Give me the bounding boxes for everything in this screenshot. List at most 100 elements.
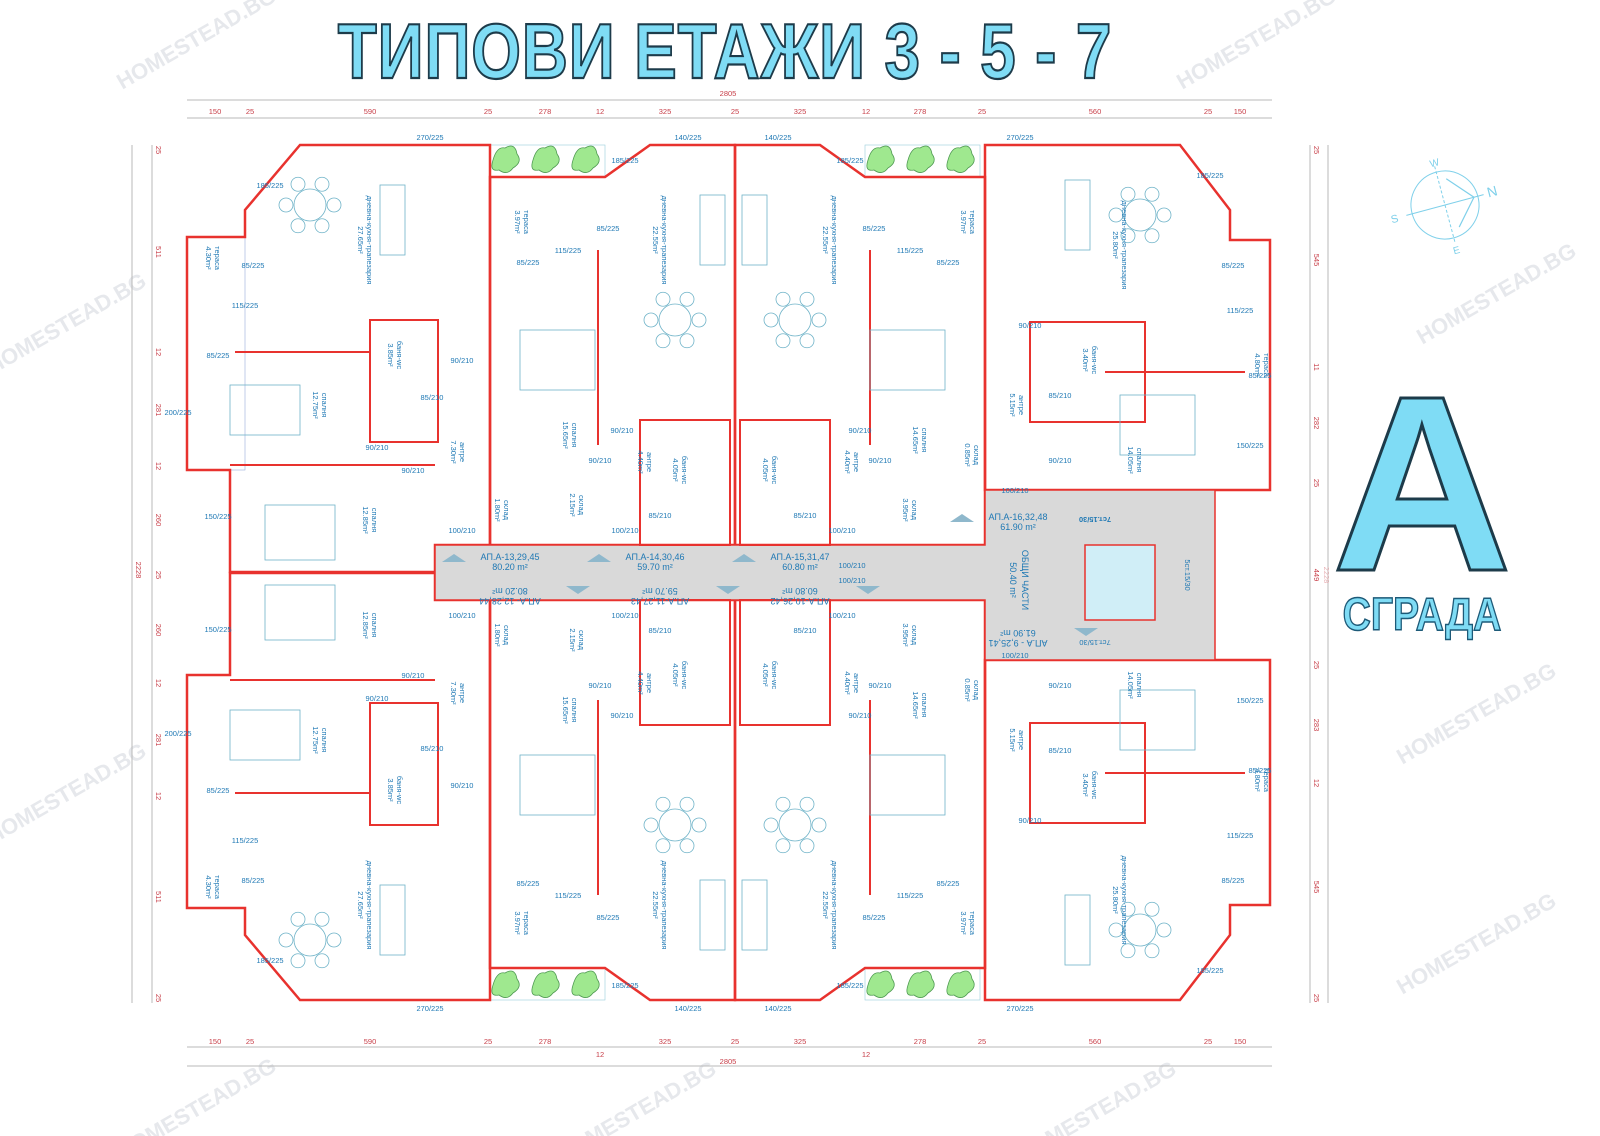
bed xyxy=(519,754,596,816)
door-dimension: 150/225 xyxy=(1236,441,1263,450)
door-dimension: 115/225 xyxy=(897,246,924,255)
dimension-top: 150 xyxy=(1234,107,1247,116)
apartment-9[interactable] xyxy=(983,658,1272,1002)
chair xyxy=(314,176,330,192)
sofa xyxy=(741,879,768,951)
room-name: тераса xyxy=(213,246,222,271)
room-area: 5.15m² xyxy=(1008,393,1017,417)
chair xyxy=(1108,922,1124,938)
room-name: баня-wc xyxy=(395,341,404,369)
door-dimension: 85/225 xyxy=(597,913,620,922)
dimension-top: 325 xyxy=(794,107,807,116)
room-name: дневна-кухня-трапезария xyxy=(660,861,669,950)
room-area: 3.95m² xyxy=(901,623,910,647)
room-label: баня-wc4.05m² xyxy=(761,661,779,689)
watermark: HOMESTEAD.BG xyxy=(1392,658,1560,769)
room-name: баня-wc xyxy=(1090,346,1099,374)
apartment-area: 59.70 m² xyxy=(637,562,673,572)
dimension-bottom: 590 xyxy=(364,1037,377,1046)
tree-icon xyxy=(491,145,520,173)
door-dimension: 90/210 xyxy=(611,426,634,435)
room-area: 3.40m² xyxy=(1081,348,1090,372)
door-dimension: 100/210 xyxy=(611,526,638,535)
door-dimension: 185/225 xyxy=(1196,966,1223,975)
dimension-top: 25 xyxy=(1204,107,1212,116)
apartment-number: АП.А-10,26,42 xyxy=(771,596,830,606)
dimension-top: 12 xyxy=(596,107,604,116)
room-area: 14.65m² xyxy=(911,426,920,454)
door-dimension: 85/210 xyxy=(649,511,672,520)
dimension-bottom: 12 xyxy=(862,1050,870,1059)
dimension-bottom: 25 xyxy=(731,1037,739,1046)
door-dimension: 85/225 xyxy=(1222,261,1245,270)
room-name: дневна-кухня-трапезария xyxy=(365,196,374,285)
door-dimension: 200/225 xyxy=(164,729,191,738)
dimension-total-left: 2228 xyxy=(134,562,143,579)
room-name: склад xyxy=(577,495,586,516)
apartment-number: АП.А-11,27,43 xyxy=(631,596,689,606)
apartment-15[interactable] xyxy=(733,143,987,547)
chair xyxy=(1144,228,1160,244)
room-area: 4.40m² xyxy=(636,671,645,695)
apartment-16[interactable] xyxy=(983,143,1272,492)
dimension-lines xyxy=(131,99,1329,1067)
room-name: спалня xyxy=(320,728,329,753)
common-area[interactable] xyxy=(434,489,1216,661)
door-dimension: 100/210 xyxy=(1001,486,1028,495)
dimension-top: 25 xyxy=(731,107,739,116)
room-area: 3.97m² xyxy=(513,911,522,935)
watermark: HOMESTEAD.BG xyxy=(552,1056,720,1136)
dimension-left: 281 xyxy=(154,404,163,417)
room-area: 3.85m² xyxy=(386,778,395,802)
dining-table xyxy=(658,808,692,842)
door-dimension: 270/225 xyxy=(416,133,443,142)
dimension-right: 282 xyxy=(1312,417,1321,430)
room-name: тераса xyxy=(968,911,977,936)
room-area: 15.65m² xyxy=(561,421,570,449)
compass-w: W xyxy=(1429,157,1442,170)
dimension-bottom: 325 xyxy=(794,1037,807,1046)
dining-table xyxy=(1123,913,1157,947)
common-area-area: 50.40 m² xyxy=(1008,562,1018,598)
room-name: спалня xyxy=(320,393,329,418)
room-area: 4.80m² xyxy=(1253,353,1262,377)
chair xyxy=(775,838,791,854)
chair xyxy=(314,911,330,927)
room-area: 3.97m² xyxy=(513,210,522,234)
door-dimension: 150/225 xyxy=(1236,696,1263,705)
chair xyxy=(799,291,815,307)
watermark: HOMESTEAD.BG xyxy=(0,268,150,379)
dimension-top: 278 xyxy=(539,107,552,116)
entrance-arrow-icon xyxy=(950,514,974,522)
chair xyxy=(290,953,306,969)
dimension-top: 25 xyxy=(484,107,492,116)
door-dimension: 85/210 xyxy=(1049,746,1072,755)
room-area: 4.05m² xyxy=(671,458,680,482)
chair xyxy=(763,312,779,328)
bed xyxy=(1119,689,1196,751)
room-area: 3.97m² xyxy=(959,911,968,935)
apartment-11[interactable] xyxy=(488,598,737,1002)
dining-table xyxy=(293,923,327,957)
apartment-12[interactable] xyxy=(185,571,492,1002)
room-name: склад xyxy=(910,625,919,646)
apartment-14[interactable] xyxy=(488,143,737,547)
room-name: антре xyxy=(458,683,467,703)
entrance-arrow-icon xyxy=(716,586,740,594)
room-area: 27.65m² xyxy=(356,891,365,919)
room-name: баня-wc xyxy=(1090,771,1099,799)
watermark: HOMESTEAD.BG xyxy=(1392,888,1560,999)
dimension-left: 281 xyxy=(154,734,163,747)
